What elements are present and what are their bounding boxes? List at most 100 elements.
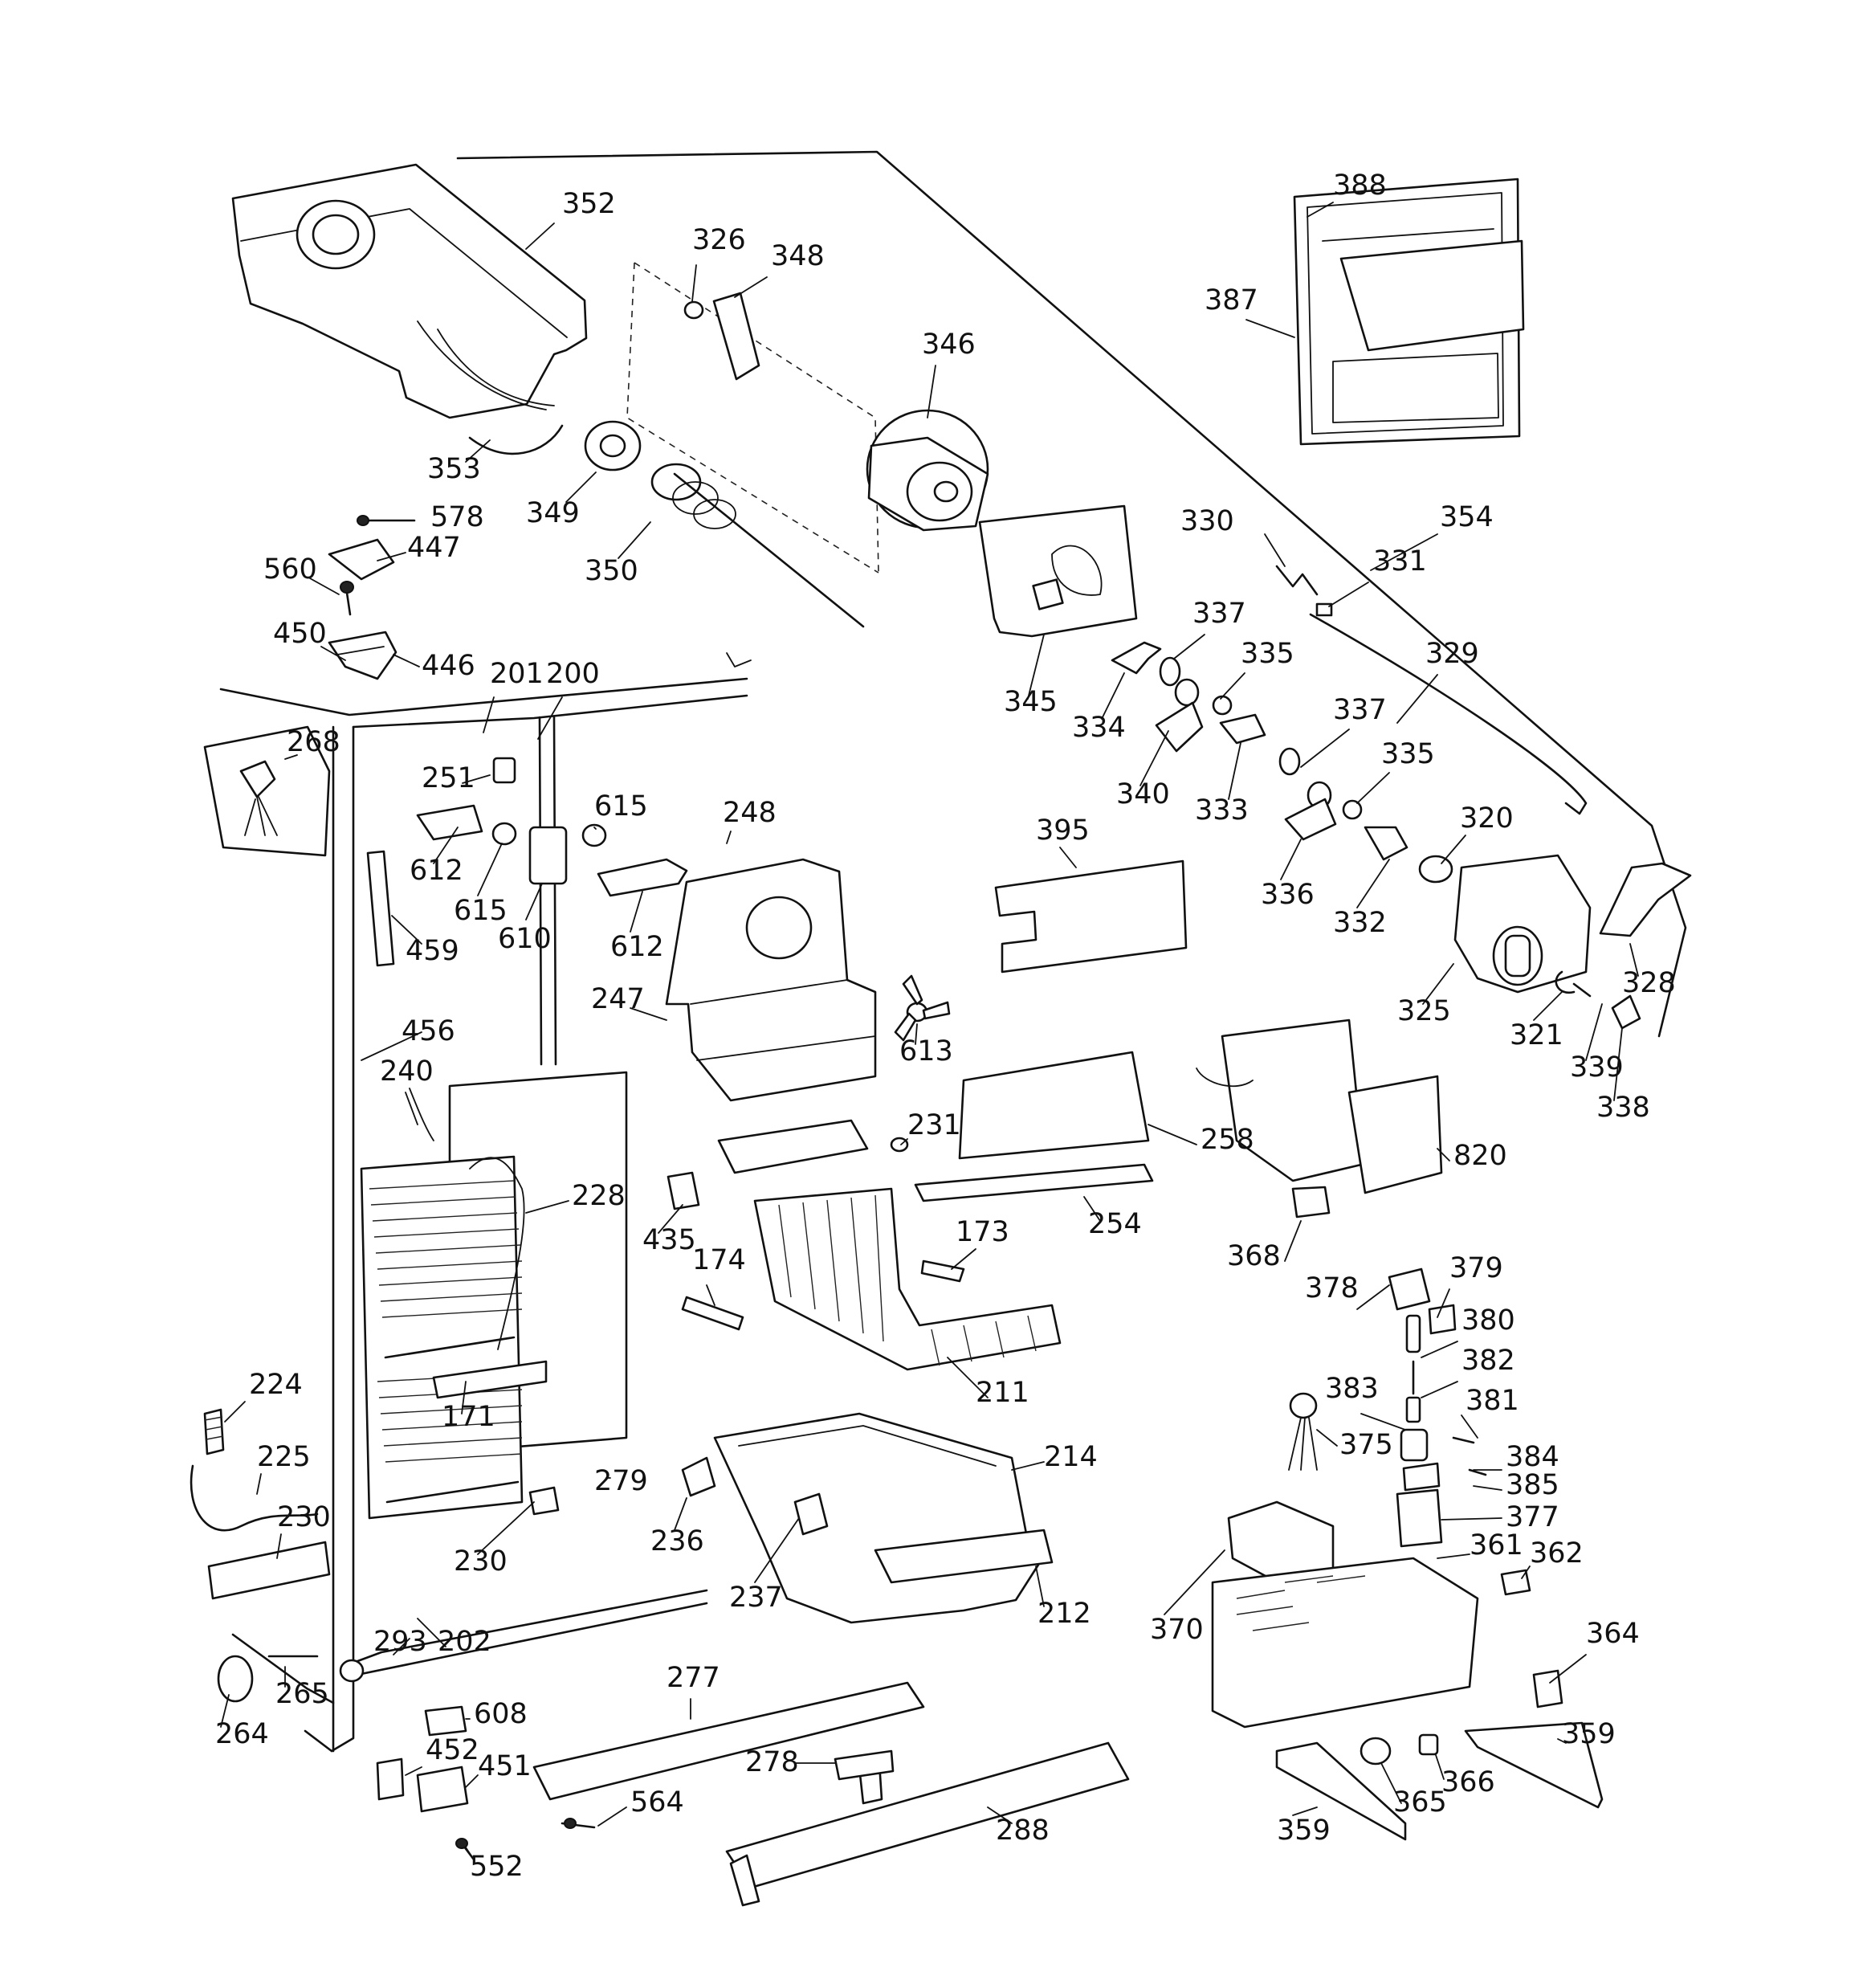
leader-line bbox=[726, 831, 732, 844]
part-number-label: 325 bbox=[1397, 995, 1451, 1027]
leader-line bbox=[256, 1473, 262, 1495]
leader-line bbox=[1316, 1429, 1338, 1447]
part-number-label: 380 bbox=[1461, 1304, 1515, 1337]
part-number-label: 337 bbox=[1333, 694, 1387, 726]
part-number-label: 382 bbox=[1461, 1345, 1515, 1377]
leader-line bbox=[706, 1284, 715, 1306]
leader-line bbox=[224, 1401, 246, 1423]
part-number-label: 384 bbox=[1506, 1441, 1559, 1473]
part-number-label: 446 bbox=[422, 650, 475, 682]
part-number-label: 451 bbox=[478, 1750, 532, 1782]
part-number-label: 564 bbox=[630, 1786, 684, 1819]
leader-line bbox=[1356, 772, 1390, 804]
part-number-label: 361 bbox=[1470, 1529, 1523, 1561]
part-number-label: 240 bbox=[380, 1055, 434, 1088]
part-number-label: 345 bbox=[1004, 686, 1058, 718]
dispenser-drum bbox=[866, 409, 989, 532]
leader-line bbox=[1292, 1806, 1318, 1816]
leader-line bbox=[754, 1517, 800, 1583]
leader-line bbox=[1521, 1565, 1531, 1579]
leader-line bbox=[1473, 1485, 1502, 1491]
part-number-label: 352 bbox=[562, 188, 616, 220]
leader-line bbox=[1173, 634, 1205, 659]
leader-line bbox=[927, 365, 936, 418]
part-number-label: 320 bbox=[1460, 802, 1514, 835]
part-number-label: 336 bbox=[1261, 879, 1315, 911]
part-number-label: 370 bbox=[1150, 1614, 1204, 1646]
part-number-label: 378 bbox=[1305, 1272, 1359, 1304]
shelf-parts bbox=[914, 1051, 1154, 1202]
leader-line bbox=[1300, 729, 1350, 768]
leader-line bbox=[1533, 991, 1563, 1021]
part-number-label: 279 bbox=[594, 1465, 648, 1497]
part-number-label: 230 bbox=[454, 1545, 508, 1578]
leader-line bbox=[465, 1847, 475, 1860]
leader-line bbox=[391, 915, 422, 945]
part-number-label: 201 bbox=[490, 658, 544, 690]
hinge-bottom bbox=[376, 1705, 475, 1861]
leader-line bbox=[1441, 835, 1466, 864]
part-number-label: 610 bbox=[498, 923, 552, 955]
part-number-label: 332 bbox=[1333, 907, 1387, 939]
part-number-label: 608 bbox=[474, 1698, 528, 1730]
part-number-label: 321 bbox=[1510, 1019, 1563, 1051]
leader-line bbox=[1435, 1754, 1445, 1780]
control-parts bbox=[416, 757, 688, 897]
leader-line bbox=[1396, 674, 1438, 724]
part-number-label: 258 bbox=[1201, 1124, 1254, 1156]
door-outline bbox=[456, 150, 1687, 1038]
part-number-label: 251 bbox=[422, 762, 475, 794]
leader-line bbox=[405, 1766, 422, 1776]
leader-line bbox=[1284, 1220, 1302, 1262]
part-number-label: 230 bbox=[277, 1501, 331, 1533]
leader-line bbox=[465, 439, 491, 463]
small-clips bbox=[667, 1137, 909, 1210]
leader-line bbox=[565, 471, 597, 503]
fan-housing bbox=[665, 858, 877, 1174]
leader-line bbox=[1437, 1288, 1450, 1318]
part-number-label: 379 bbox=[1449, 1252, 1503, 1284]
part-number-label: 578 bbox=[430, 501, 484, 533]
part-number-label: 350 bbox=[585, 555, 638, 587]
part-number-label: 383 bbox=[1325, 1373, 1379, 1405]
part-number-label: 388 bbox=[1333, 169, 1387, 202]
bin-clips bbox=[681, 1456, 829, 1536]
leader-line bbox=[461, 1381, 467, 1414]
part-number-label: 254 bbox=[1088, 1208, 1142, 1240]
part-number-label: 278 bbox=[745, 1746, 799, 1778]
leader-line bbox=[309, 578, 340, 595]
part-number-label: 231 bbox=[907, 1109, 961, 1141]
side-rails bbox=[366, 850, 434, 1141]
leader-line bbox=[1307, 202, 1334, 218]
drain-parts bbox=[190, 1408, 331, 1600]
leader-line bbox=[1461, 1414, 1478, 1439]
part-number-label: 368 bbox=[1227, 1240, 1281, 1272]
leader-line bbox=[597, 1806, 627, 1827]
part-number-label: 387 bbox=[1205, 284, 1258, 316]
leader-line bbox=[1264, 533, 1286, 567]
part-number-label: 615 bbox=[594, 790, 648, 823]
part-number-label: 364 bbox=[1586, 1618, 1640, 1650]
part-number-label: 353 bbox=[427, 453, 481, 485]
bucket-wire bbox=[468, 424, 564, 455]
part-number-label: 200 bbox=[546, 658, 600, 690]
cam-series bbox=[1111, 641, 1408, 861]
leader-line bbox=[1220, 672, 1245, 700]
part-number-label: 615 bbox=[454, 895, 508, 927]
part-number-label: 277 bbox=[667, 1662, 720, 1694]
part-number-label: 612 bbox=[610, 931, 664, 963]
leader-line bbox=[393, 1638, 410, 1655]
part-number-label: 268 bbox=[287, 726, 340, 758]
part-number-label: 452 bbox=[426, 1734, 479, 1766]
leader-line bbox=[951, 1248, 976, 1270]
leader-line bbox=[465, 1774, 479, 1788]
leader-line bbox=[630, 891, 643, 933]
part-number-label: 447 bbox=[407, 532, 461, 564]
leader-line bbox=[377, 552, 406, 561]
leader-line bbox=[1629, 943, 1639, 977]
part-number-label: 224 bbox=[249, 1369, 303, 1401]
leader-line bbox=[1027, 634, 1045, 700]
part-number-label: 212 bbox=[1037, 1598, 1091, 1630]
part-number-label: 335 bbox=[1241, 638, 1294, 670]
